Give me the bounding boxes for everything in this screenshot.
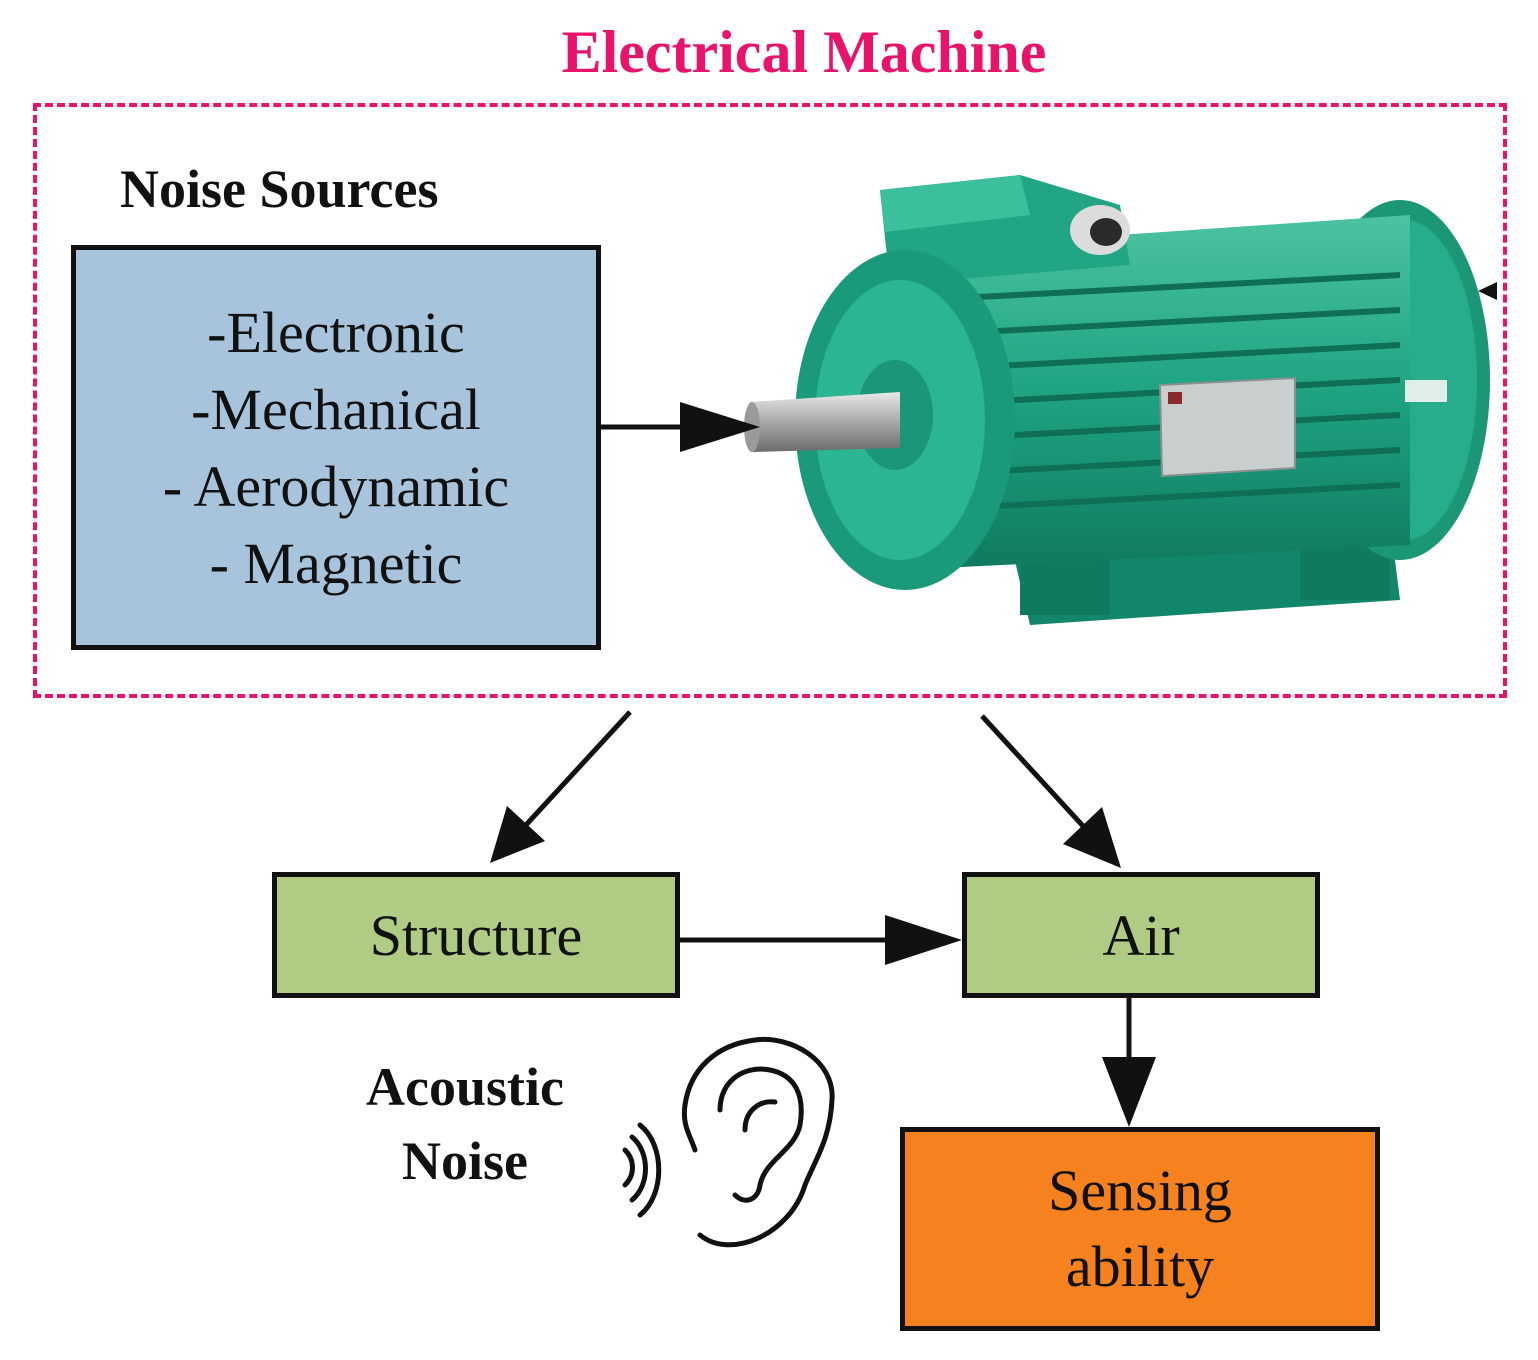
diagram-title: Electrical Machine bbox=[561, 19, 1047, 85]
air-box: Air bbox=[962, 872, 1320, 998]
arrow-machine-to-structure-line bbox=[523, 710, 632, 828]
sensing-label-line: ability bbox=[1065, 1234, 1215, 1299]
arrow-machine-to-air-line bbox=[980, 714, 1085, 828]
structure-label: Structure bbox=[369, 902, 583, 968]
ear-icon bbox=[622, 1036, 835, 1248]
air-label: Air bbox=[1102, 902, 1180, 968]
electrical-machine-boundary bbox=[33, 103, 1507, 698]
arrowhead bbox=[490, 806, 545, 863]
structure-box: Structure bbox=[272, 872, 680, 998]
arrowhead bbox=[680, 402, 760, 452]
acoustic-label-line: Acoustic bbox=[366, 1057, 564, 1117]
acoustic-label-line: Noise bbox=[402, 1131, 528, 1191]
acoustic-noise-label: Acoustic Noise bbox=[300, 1050, 630, 1198]
sensing-ability-box: Sensing ability bbox=[900, 1127, 1380, 1331]
noise-sources-box: -Electronic -Mechanical - Aerodynamic - … bbox=[71, 245, 601, 650]
noise-source-item: - Aerodynamic bbox=[162, 453, 510, 519]
arrowhead bbox=[1063, 807, 1121, 868]
arrowhead bbox=[1102, 1057, 1156, 1127]
sensing-label-line: Sensing bbox=[1048, 1158, 1232, 1223]
marker-triangle bbox=[1478, 282, 1497, 300]
arrowhead bbox=[885, 915, 962, 965]
electric-motor-picture bbox=[744, 175, 1490, 625]
noise-source-item: -Electronic bbox=[207, 299, 465, 365]
noise-source-item: -Mechanical bbox=[191, 376, 481, 442]
noise-sources-heading: Noise Sources bbox=[120, 159, 439, 219]
noise-source-item: - Magnetic bbox=[209, 530, 463, 596]
